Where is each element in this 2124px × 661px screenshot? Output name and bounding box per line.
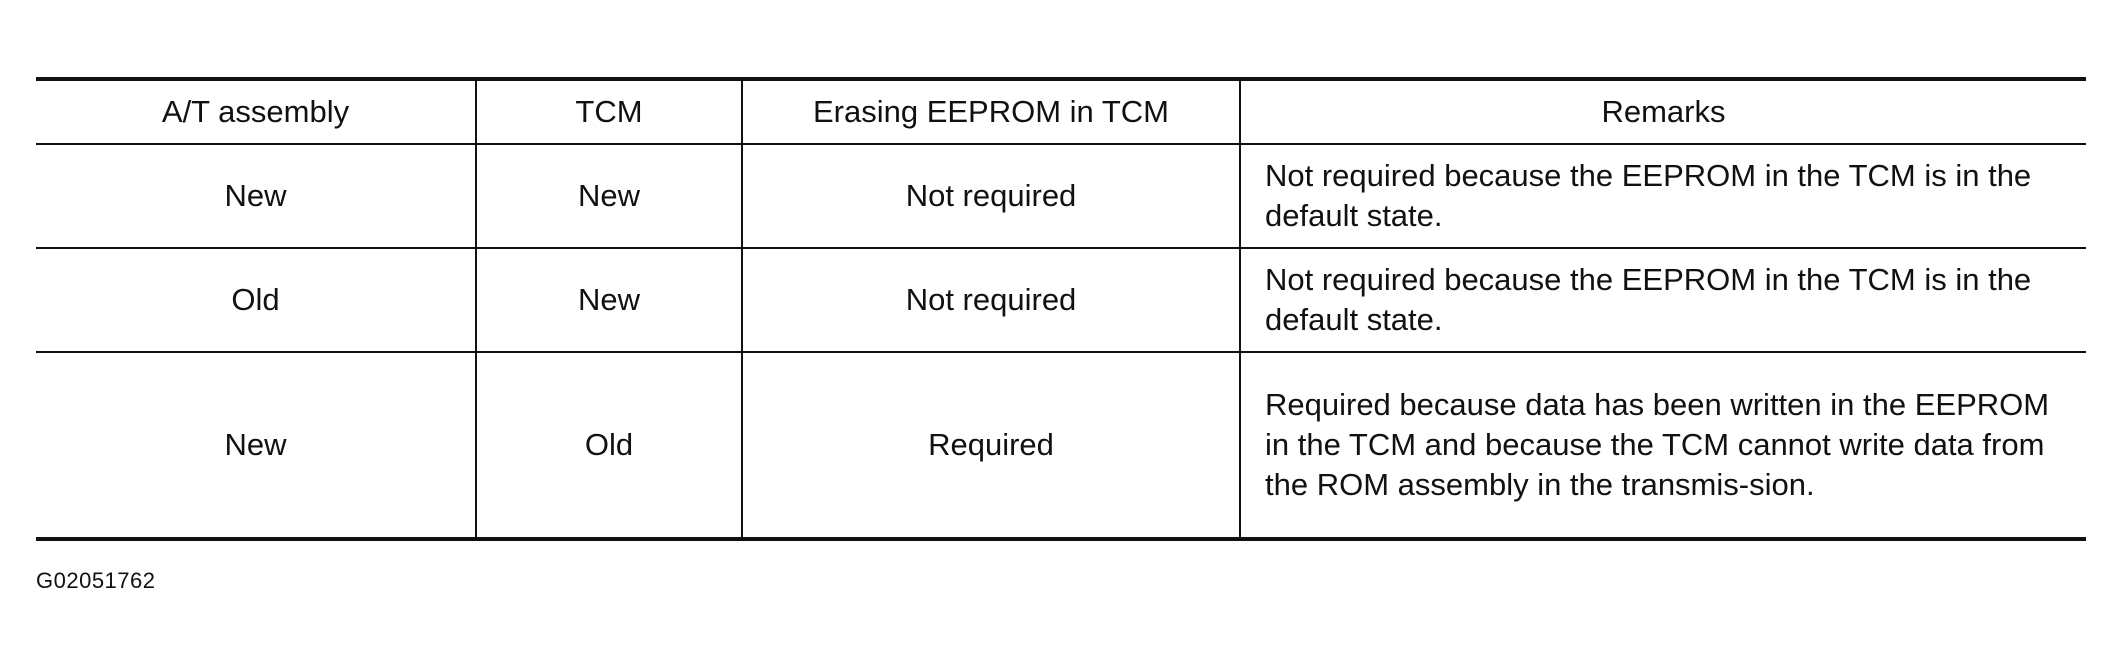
eeprom-erase-table: A/T assembly TCM Erasing EEPROM in TCM R… xyxy=(36,77,2086,541)
cell-erasing: Not required xyxy=(741,144,1240,249)
cell-erasing: Not required xyxy=(741,248,1240,353)
cell-remarks: Required because data has been written i… xyxy=(1239,352,2086,540)
header-at-assembly: A/T assembly xyxy=(36,79,476,145)
table-row: New Old Required Required because data h… xyxy=(36,352,2086,540)
cell-remarks: Not required because the EEPROM in the T… xyxy=(1239,144,2086,249)
table-header-row: A/T assembly TCM Erasing EEPROM in TCM R… xyxy=(36,79,2086,145)
header-erasing-eeprom: Erasing EEPROM in TCM xyxy=(741,79,1240,145)
cell-tcm: New xyxy=(475,248,742,353)
cell-erasing: Required xyxy=(741,352,1240,540)
figure-code: G02051762 xyxy=(36,568,156,593)
cell-tcm: New xyxy=(475,144,742,249)
cell-at-assembly: Old xyxy=(36,248,476,353)
header-tcm: TCM xyxy=(475,79,742,145)
cell-at-assembly: New xyxy=(36,144,476,249)
table-row: New New Not required Not required becaus… xyxy=(36,144,2086,249)
cell-tcm: Old xyxy=(475,352,742,540)
cell-remarks: Not required because the EEPROM in the T… xyxy=(1239,248,2086,353)
header-remarks: Remarks xyxy=(1239,79,2086,145)
table-row: Old New Not required Not required becaus… xyxy=(36,248,2086,353)
cell-at-assembly: New xyxy=(36,352,476,540)
